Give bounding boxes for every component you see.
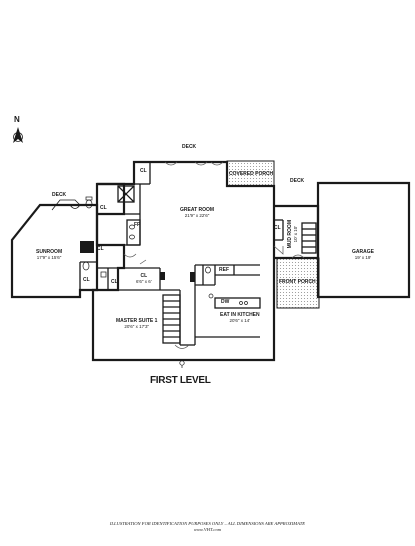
closet-suite-label: CL bbox=[111, 279, 118, 285]
deck-top-label: DECK bbox=[182, 144, 197, 150]
garage-outline bbox=[316, 181, 411, 299]
north-arrow-icon bbox=[13, 127, 23, 143]
disclaimer: ILLUSTRATION FOR IDENTIFICATION PURPOSES… bbox=[0, 521, 415, 533]
fp-label: FP bbox=[134, 222, 141, 228]
dw-label: DW bbox=[221, 299, 230, 305]
covered-porch-label: COVERED PORCH bbox=[229, 171, 274, 177]
great-room-dim: 21'9" x 22'6" bbox=[184, 213, 210, 218]
closet-name: CL bbox=[140, 273, 148, 279]
north-label: N bbox=[14, 115, 20, 124]
closet-sunroom-lower-label: CL bbox=[83, 277, 90, 283]
deck-right-label: DECK bbox=[290, 178, 305, 184]
closet-great-room-label: CL bbox=[140, 168, 147, 174]
bath-block-outline bbox=[97, 182, 126, 216]
garage-label: GARAGE 19' x 19' bbox=[352, 249, 374, 261]
sunroom-label: SUNROOM 17'9" x 15'6" bbox=[36, 249, 62, 261]
eat-in-kitchen-label: EAT IN KITCHEN 20'6" x 14' bbox=[220, 312, 260, 324]
master-suite-dim: 20'6" x 17'3" bbox=[124, 324, 150, 329]
eat-in-kitchen-dim: 20'6" x 14' bbox=[229, 318, 251, 323]
garage-name: GARAGE bbox=[352, 249, 374, 255]
closet-label: CL 6'6" x 6' bbox=[136, 273, 152, 285]
closet-dim: 6'6" x 6' bbox=[136, 279, 152, 284]
front-porch-area bbox=[276, 257, 320, 309]
ref-label: REF bbox=[219, 267, 229, 273]
great-room-label: GREAT ROOM 21'9" x 22'6" bbox=[180, 207, 214, 219]
closet-sunroom-label: CL bbox=[97, 246, 104, 252]
closet-mud-room-label: CL bbox=[274, 225, 281, 231]
great-room-name: GREAT ROOM bbox=[180, 207, 215, 213]
mud-room-label: MUD ROOM 10' x 10' bbox=[287, 220, 299, 248]
eat-in-kitchen-name: EAT IN KITCHEN bbox=[220, 312, 260, 318]
deck-left-label: DECK bbox=[52, 192, 67, 198]
sunroom-dim: 17'9" x 15'6" bbox=[36, 255, 62, 260]
disclaimer-line-1: ILLUSTRATION FOR IDENTIFICATION PURPOSES… bbox=[109, 521, 306, 526]
master-suite-name: MASTER SUITE 1 bbox=[116, 318, 158, 324]
master-suite-label: MASTER SUITE 1 20'6" x 17'3" bbox=[116, 318, 157, 330]
garage-dim: 19' x 19' bbox=[354, 255, 372, 260]
sunroom-name: SUNROOM bbox=[36, 249, 63, 255]
mud-room-dim: 10' x 10' bbox=[293, 225, 298, 243]
level-title: FIRST LEVEL bbox=[150, 375, 211, 386]
disclaimer-line-2: www.VHT.com bbox=[193, 527, 222, 532]
front-porch-label: FRONT PORCH bbox=[279, 279, 316, 285]
closet-bath-label: CL bbox=[100, 205, 107, 211]
main-house-outline bbox=[91, 160, 276, 362]
